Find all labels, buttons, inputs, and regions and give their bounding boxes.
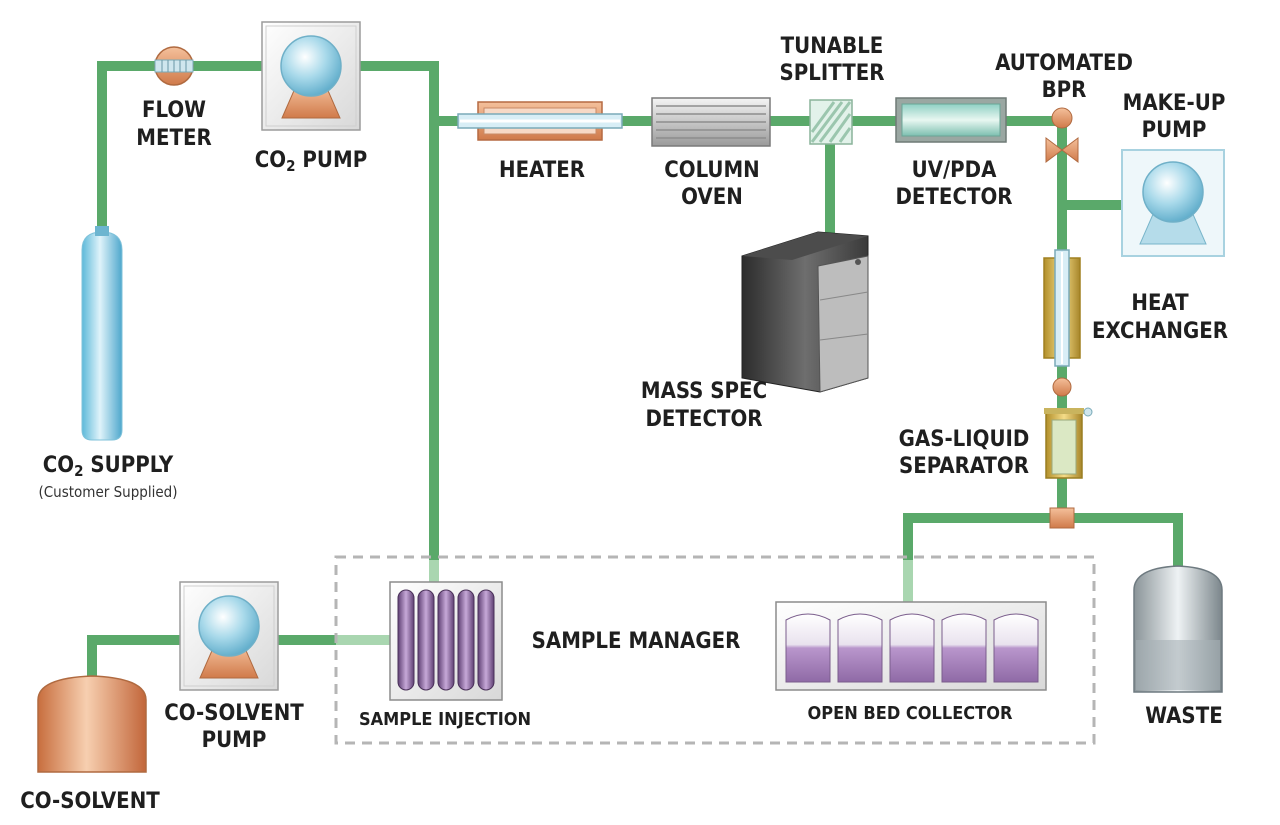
tunable-splitter-label: TUNABLE — [781, 34, 884, 59]
co-solvent-bottle-icon — [37, 675, 147, 773]
flow-meter-label-2: METER — [136, 126, 212, 151]
sample-injection-label: SAMPLE INJECTION — [359, 709, 531, 730]
column-oven-icon — [651, 97, 771, 147]
co2-pump-label: CO2 PUMP — [255, 148, 367, 175]
open-bed-collector-icon — [775, 601, 1047, 691]
automated-bpr-icon — [1045, 107, 1079, 163]
co-solvent-label: CO-SOLVENT — [20, 789, 160, 814]
column-oven-label: COLUMN — [664, 158, 760, 183]
sample-manager-box — [334, 555, 1096, 745]
tunable-splitter-icon — [809, 99, 853, 145]
separator-inlet-valve-icon — [1052, 377, 1072, 397]
pipe-collector-waste — [903, 513, 1183, 605]
column-oven-label-2: OVEN — [681, 185, 743, 210]
flow-meter-icon — [154, 46, 194, 86]
pipe-co-solvent — [87, 635, 395, 677]
gas-liquid-separator-label: GAS-LIQUID — [899, 427, 1030, 452]
heater-label: HEATER — [499, 158, 585, 183]
heat-exchanger-label-2: EXCHANGER — [1092, 319, 1228, 344]
makeup-pump-label-2: PUMP — [1142, 118, 1207, 143]
uv-pda-detector-icon — [895, 97, 1007, 143]
makeup-pump-icon — [1121, 149, 1225, 257]
co-solvent-pump-icon — [179, 581, 279, 691]
waste-container-icon — [1133, 565, 1223, 693]
gas-liquid-separator-icon — [1044, 407, 1093, 479]
heater-icon — [457, 101, 623, 141]
labels: FLOW METER CO2 PUMP HEATER COLUMN OVEN T… — [20, 34, 1228, 814]
mass-spec-detector-icon — [741, 231, 869, 393]
uv-pda-label: UV/PDA — [912, 158, 998, 183]
sample-manager-label: SAMPLE MANAGER — [532, 629, 741, 654]
sample-injection-icon — [389, 581, 503, 701]
heat-exchanger-icon — [1043, 249, 1081, 367]
mass-spec-label: MASS SPEC — [641, 379, 767, 404]
co-solvent-pump-label-2: PUMP — [202, 728, 267, 753]
tunable-splitter-label-2: SPLITTER — [779, 61, 884, 86]
tee-fitting-icon — [1049, 507, 1075, 529]
flow-meter-label: FLOW — [142, 98, 206, 123]
automated-bpr-label: AUTOMATED — [995, 51, 1133, 76]
gas-liquid-separator-label-2: SEPARATOR — [899, 454, 1029, 479]
makeup-pump-label: MAKE-UP — [1123, 91, 1226, 116]
co2-supply-note: (Customer Supplied) — [38, 483, 177, 501]
co2-cylinder-icon — [81, 226, 123, 441]
uv-pda-label-2: DETECTOR — [895, 185, 1012, 210]
waste-label: WASTE — [1145, 704, 1222, 729]
co-solvent-pump-label: CO-SOLVENT — [164, 701, 304, 726]
co2-supply-label: CO2 SUPPLY — [43, 453, 174, 480]
open-bed-collector-label: OPEN BED COLLECTOR — [808, 703, 1013, 724]
co2-pump-icon — [261, 21, 361, 131]
heat-exchanger-label: HEAT — [1131, 291, 1189, 316]
mass-spec-label-2: DETECTOR — [645, 407, 762, 432]
automated-bpr-label-2: BPR — [1042, 78, 1087, 103]
